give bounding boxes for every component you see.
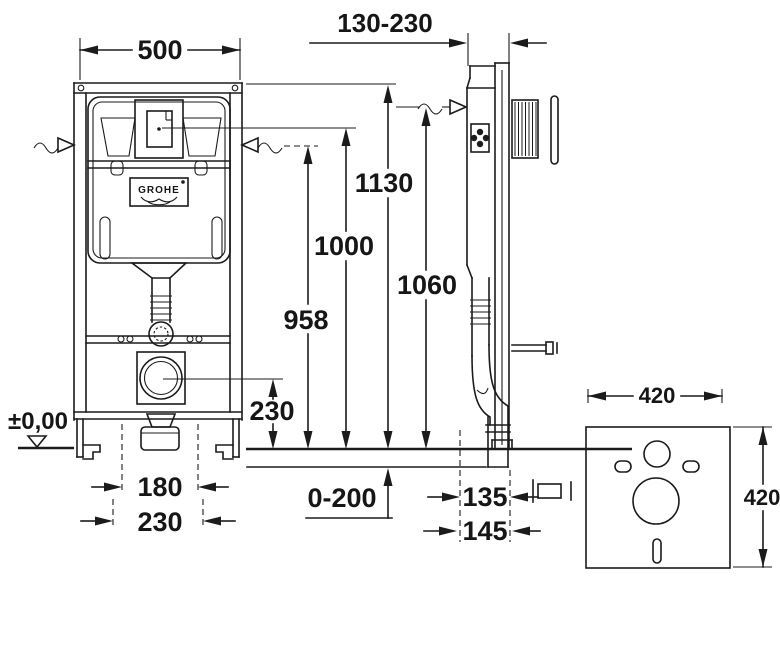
dim-panel-width-label: 420 — [639, 383, 676, 408]
side-cistern-profile — [465, 65, 496, 357]
actuation-level-arrow — [396, 98, 468, 116]
wall-spud — [511, 99, 539, 159]
water-connection-arrow-right — [240, 136, 283, 154]
side-frame-rail — [491, 62, 513, 449]
sound-insulation-panel: 420 420 — [585, 383, 780, 569]
dim-outlet-bolt-spacing: 180 — [91, 424, 229, 502]
actuator-plate-profile — [550, 95, 559, 165]
brand-label: GROHE — [138, 185, 180, 196]
brand-plate: GROHE — [129, 177, 189, 207]
dim-overall-height: 1130 — [355, 85, 414, 449]
panel-hole-small — [643, 440, 671, 468]
panel-slot-left — [614, 460, 632, 473]
dim-frame-height: 1060 — [397, 108, 457, 449]
dim-fixing-spacing: 230 — [80, 499, 236, 537]
panel-slot-bottom — [652, 538, 662, 564]
dim-front-width: 500 — [79, 35, 241, 80]
dim-depth-range: 130-230 — [309, 8, 547, 66]
outlet-socket — [140, 426, 180, 451]
mounting-frame — [73, 82, 243, 460]
dim-outlet-height-label: 230 — [249, 396, 294, 426]
pipe-coupling — [148, 321, 174, 347]
frame-screw-hole — [77, 84, 85, 92]
dim-depth-range-label: 130-230 — [337, 8, 432, 38]
cistern-tank: GROHE — [87, 96, 231, 264]
flush-pipe-assembly — [129, 262, 189, 451]
dim-floor-adjustment-label: 0-200 — [307, 483, 376, 513]
dim-panel-height-label: 420 — [744, 485, 780, 510]
frame-feet — [76, 418, 240, 460]
dim-panel-width: 420 — [587, 383, 723, 408]
dim-extension-lines — [162, 83, 396, 380]
frame-screw-hole — [231, 84, 239, 92]
rail-fixing-boss — [470, 123, 490, 153]
registered-mark-dot — [181, 180, 185, 184]
dim-outlet-depth-b-label: 145 — [462, 516, 507, 546]
fixing-bolt-icon — [532, 479, 572, 503]
dim-frame-height-label: 1060 — [397, 270, 457, 300]
laurel-ornament — [140, 196, 178, 206]
dim-overall-height-label: 1130 — [355, 168, 414, 198]
dim-water-connection-height: 958 — [283, 146, 329, 449]
datum-label: ±0,00 — [8, 408, 68, 435]
dim-actuation-height: 1000 — [314, 128, 374, 449]
dim-actuation-height-label: 1000 — [314, 231, 374, 261]
flush-actuation-box — [134, 99, 184, 159]
datum-marker: ±0,00 — [8, 408, 74, 450]
dim-outlet-depth-b: 145 — [423, 516, 541, 546]
dim-panel-height: 420 — [733, 426, 780, 568]
dim-outlet-bolt-spacing-label: 180 — [137, 472, 182, 502]
side-view — [396, 62, 559, 468]
panel-slot-right — [682, 460, 700, 473]
floor-lines: ±0,00 — [8, 408, 632, 468]
outlet-elbow — [471, 344, 511, 468]
outlet-stub — [511, 341, 558, 355]
dim-water-connection-label: 958 — [283, 305, 328, 335]
dim-outlet-depth-a-label: 135 — [462, 482, 507, 512]
water-connection-arrow-left — [33, 136, 76, 154]
drain-bracket — [136, 351, 186, 405]
dim-front-width-label: 500 — [137, 35, 182, 65]
drain-outlet — [139, 356, 183, 400]
datum-triangle-icon — [26, 435, 48, 449]
front-view: GROHE — [33, 82, 283, 460]
panel-hole-large — [632, 477, 680, 525]
dim-floor-adjustment: 0-200 — [305, 468, 393, 519]
dim-outlet-depth-a: 135 — [427, 430, 539, 542]
dim-fixing-spacing-label: 230 — [137, 507, 182, 537]
dim-outlet-height: 230 — [249, 379, 295, 449]
